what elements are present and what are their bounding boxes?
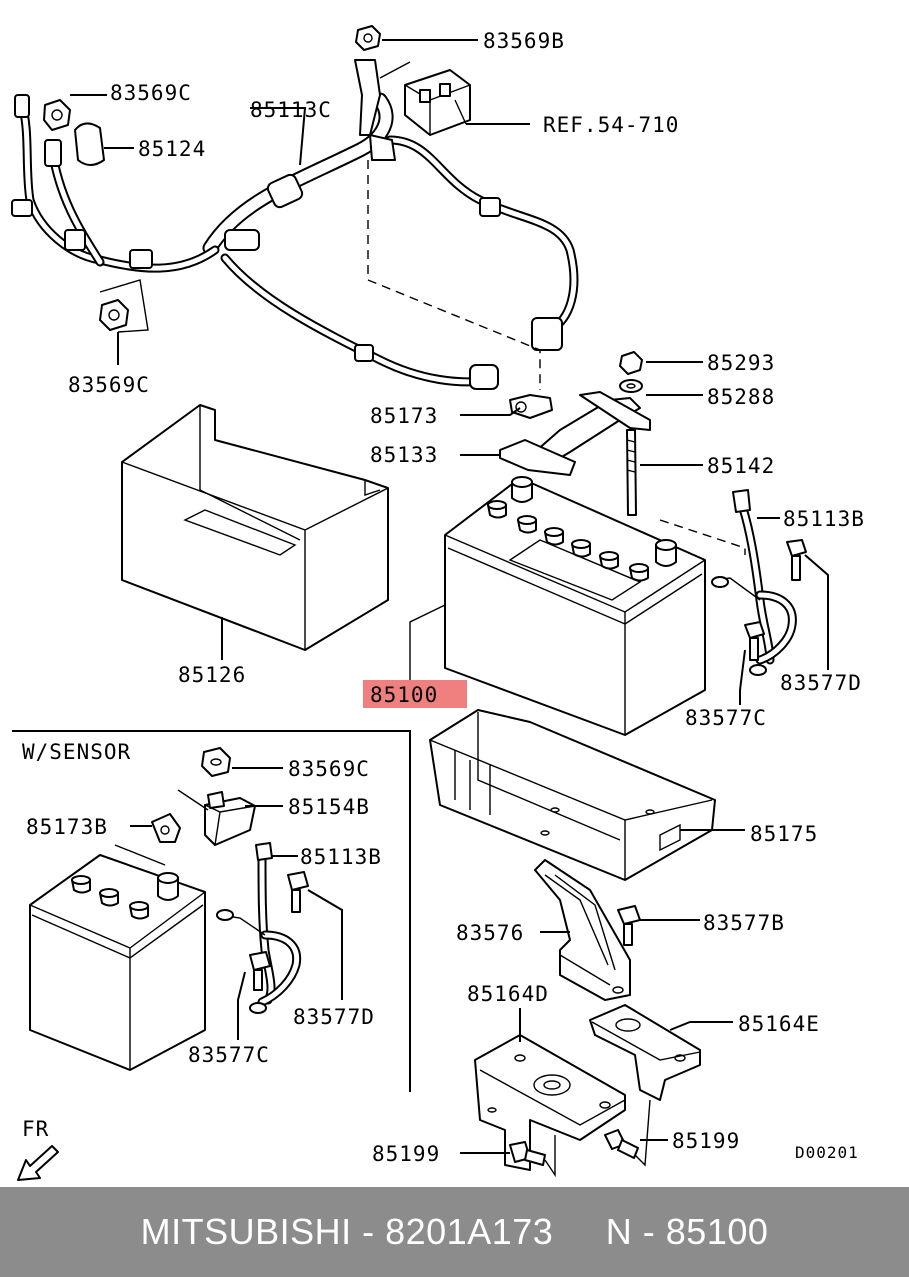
- label-85113c: 85113C: [250, 98, 332, 122]
- bolt-85199-left: [509, 1141, 546, 1166]
- harness-85113c: [11, 59, 579, 390]
- battery-terminal-post: [511, 476, 677, 567]
- label-83577d: 83577D: [780, 671, 862, 695]
- label-85124: 85124: [138, 137, 206, 161]
- label-85100: 85100: [370, 683, 438, 707]
- label-83577c: 83577C: [685, 706, 767, 730]
- bolt-83577b: [617, 905, 641, 946]
- footer-part-number: MITSUBISHI - 8201A173 N - 85100: [140, 1211, 769, 1252]
- label-85126: 85126: [178, 663, 246, 687]
- hold-down-85133: [499, 391, 651, 476]
- tray-85175: [429, 709, 716, 881]
- inset-w-sensor: [12, 730, 411, 1092]
- label-83577b: 83577B: [703, 911, 785, 935]
- label-85164d: 85164D: [467, 982, 549, 1006]
- inset-title: W/SENSOR: [22, 740, 131, 764]
- terminal-85173: [509, 394, 553, 419]
- label-85164e: 85164E: [738, 1012, 820, 1036]
- label-ref-54-710: REF.54-710: [543, 113, 679, 137]
- inset-label-83577d: 83577D: [293, 1005, 375, 1029]
- label-83576: 83576: [456, 921, 524, 945]
- fr-arrow-icon: [17, 1145, 59, 1181]
- label-85173: 85173: [370, 404, 438, 428]
- label-85199-left: 85199: [372, 1142, 440, 1166]
- battery-85100: [444, 476, 706, 736]
- label-fr: FR: [22, 1117, 49, 1141]
- nut-83569c-left: [99, 299, 129, 331]
- inset-label-85173b: 85173B: [26, 815, 108, 839]
- bracket-85164e: [589, 1004, 701, 1101]
- label-83569c-left: 83569C: [68, 373, 150, 397]
- label-85113b: 85113B: [783, 507, 865, 531]
- inset-label-85113b: 85113B: [300, 845, 382, 869]
- label-85133: 85133: [370, 443, 438, 467]
- fuse-block-ref: [404, 69, 471, 136]
- parts-diagram: 83569B 83569C 85113C 85124 REF.54-710 83…: [11, 25, 865, 1181]
- bolt-83577c: [744, 621, 765, 661]
- label-ref-code: D00201: [795, 1143, 859, 1162]
- label-85175: 85175: [750, 822, 818, 846]
- label-85199-right: 85199: [672, 1129, 740, 1153]
- nut-83569b: [355, 25, 381, 51]
- bracket-85164d: [474, 1034, 626, 1171]
- label-83569c-top: 83569C: [110, 81, 192, 105]
- inset-label-83569c: 83569C: [288, 757, 370, 781]
- inset-label-85154b: 85154B: [288, 795, 370, 819]
- bolt-85199-right: [604, 1129, 639, 1159]
- label-85293: 85293: [707, 351, 775, 375]
- battery-cell-caps: [487, 500, 649, 582]
- battery-box-85126: [121, 404, 389, 651]
- nut-83569c-top: [43, 99, 71, 131]
- nut-85293: [619, 351, 643, 375]
- label-85288: 85288: [707, 385, 775, 409]
- washer-85288: [619, 379, 643, 393]
- bolt-83577d: [786, 539, 807, 581]
- label-85142: 85142: [707, 454, 775, 478]
- bracket-83576: [534, 859, 631, 1001]
- rod-85142: [626, 429, 637, 516]
- highlight-85100: [363, 680, 467, 708]
- inset-label-83577c: 83577C: [188, 1043, 270, 1067]
- cable-85113b: [711, 489, 797, 676]
- label-83569b: 83569B: [483, 29, 565, 53]
- footer-bar: MITSUBISHI - 8201A173 N - 85100: [0, 1187, 909, 1277]
- cap-85124: [74, 122, 105, 166]
